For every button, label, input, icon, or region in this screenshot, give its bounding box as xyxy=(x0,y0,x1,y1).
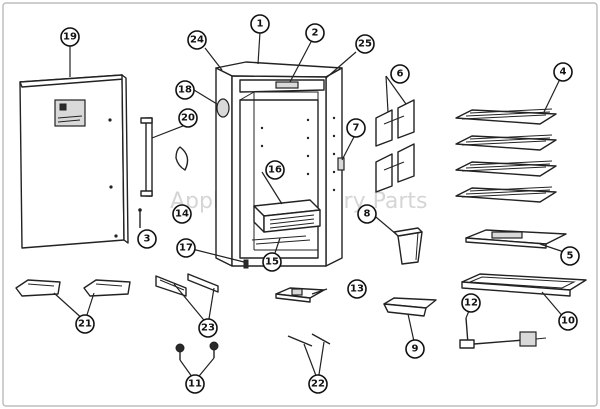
callout-8: 8 xyxy=(357,204,377,224)
damper-part xyxy=(175,146,189,171)
callout-12: 12 xyxy=(461,293,481,313)
callout-21: 21 xyxy=(75,314,95,334)
svg-text:8: 8 xyxy=(364,209,371,220)
svg-text:16: 16 xyxy=(268,165,282,176)
svg-text:18: 18 xyxy=(178,85,192,96)
wood-chip-box-part xyxy=(393,227,423,265)
rack-support-part xyxy=(375,99,415,193)
cabinet-foot-part xyxy=(243,259,249,269)
callout-13: 13 xyxy=(347,279,367,299)
svg-text:17: 17 xyxy=(179,243,193,254)
svg-text:9: 9 xyxy=(412,344,419,355)
svg-text:11: 11 xyxy=(188,379,202,390)
wire-racks-part xyxy=(455,108,557,203)
svg-text:10: 10 xyxy=(561,316,575,327)
side-vent-part xyxy=(216,98,230,118)
callout-19: 19 xyxy=(60,27,80,47)
callout-7: 7 xyxy=(346,118,366,138)
svg-text:22: 22 xyxy=(311,379,325,390)
ash-tray-part xyxy=(275,287,325,303)
element-coil-part xyxy=(251,235,311,245)
callout-23: 23 xyxy=(198,318,218,338)
rod-part xyxy=(287,333,331,347)
leveling-foot-part xyxy=(15,279,131,297)
callout-6: 6 xyxy=(390,64,410,84)
callout-4: 4 xyxy=(553,62,573,82)
svg-text:19: 19 xyxy=(63,32,77,43)
svg-text:6: 6 xyxy=(397,69,404,80)
callout-11: 11 xyxy=(185,374,205,394)
knob-part xyxy=(175,341,219,360)
water-pan-part xyxy=(383,297,437,317)
svg-text:20: 20 xyxy=(181,113,195,124)
svg-text:3: 3 xyxy=(144,234,151,245)
callout-25: 25 xyxy=(355,34,375,54)
callout-24: 24 xyxy=(187,30,207,50)
callout-15: 15 xyxy=(262,252,282,272)
svg-text:12: 12 xyxy=(464,298,478,309)
callout-14: 14 xyxy=(172,204,192,224)
callout-5: 5 xyxy=(560,246,580,266)
svg-text:7: 7 xyxy=(353,123,360,134)
svg-text:1: 1 xyxy=(257,19,264,30)
svg-text:4: 4 xyxy=(560,67,567,78)
callout-20: 20 xyxy=(178,108,198,128)
callout-10: 10 xyxy=(558,311,578,331)
leader-lines xyxy=(53,31,566,382)
door-handle-part xyxy=(140,117,153,197)
element-rod-part xyxy=(459,317,547,349)
svg-text:23: 23 xyxy=(201,323,215,334)
chip-tray-part xyxy=(465,229,567,249)
bracket-part xyxy=(155,273,219,297)
door-part xyxy=(19,74,129,249)
callout-3: 3 xyxy=(137,229,157,249)
smoker-cabinet xyxy=(215,61,343,269)
svg-text:15: 15 xyxy=(265,257,279,268)
svg-text:21: 21 xyxy=(78,319,92,330)
latch-clip-part xyxy=(337,157,345,171)
screw-part xyxy=(138,208,142,228)
callout-18: 18 xyxy=(175,80,195,100)
callout-22: 22 xyxy=(308,374,328,394)
svg-text:5: 5 xyxy=(567,251,574,262)
callout-9: 9 xyxy=(405,339,425,359)
svg-text:24: 24 xyxy=(190,35,204,46)
svg-text:25: 25 xyxy=(358,39,372,50)
svg-text:13: 13 xyxy=(350,284,364,295)
callout-17: 17 xyxy=(176,238,196,258)
callout-16: 16 xyxy=(265,160,285,180)
callout-2: 2 xyxy=(305,23,325,43)
svg-text:14: 14 xyxy=(175,209,189,220)
callout-1: 1 xyxy=(250,14,270,34)
svg-text:2: 2 xyxy=(312,28,319,39)
